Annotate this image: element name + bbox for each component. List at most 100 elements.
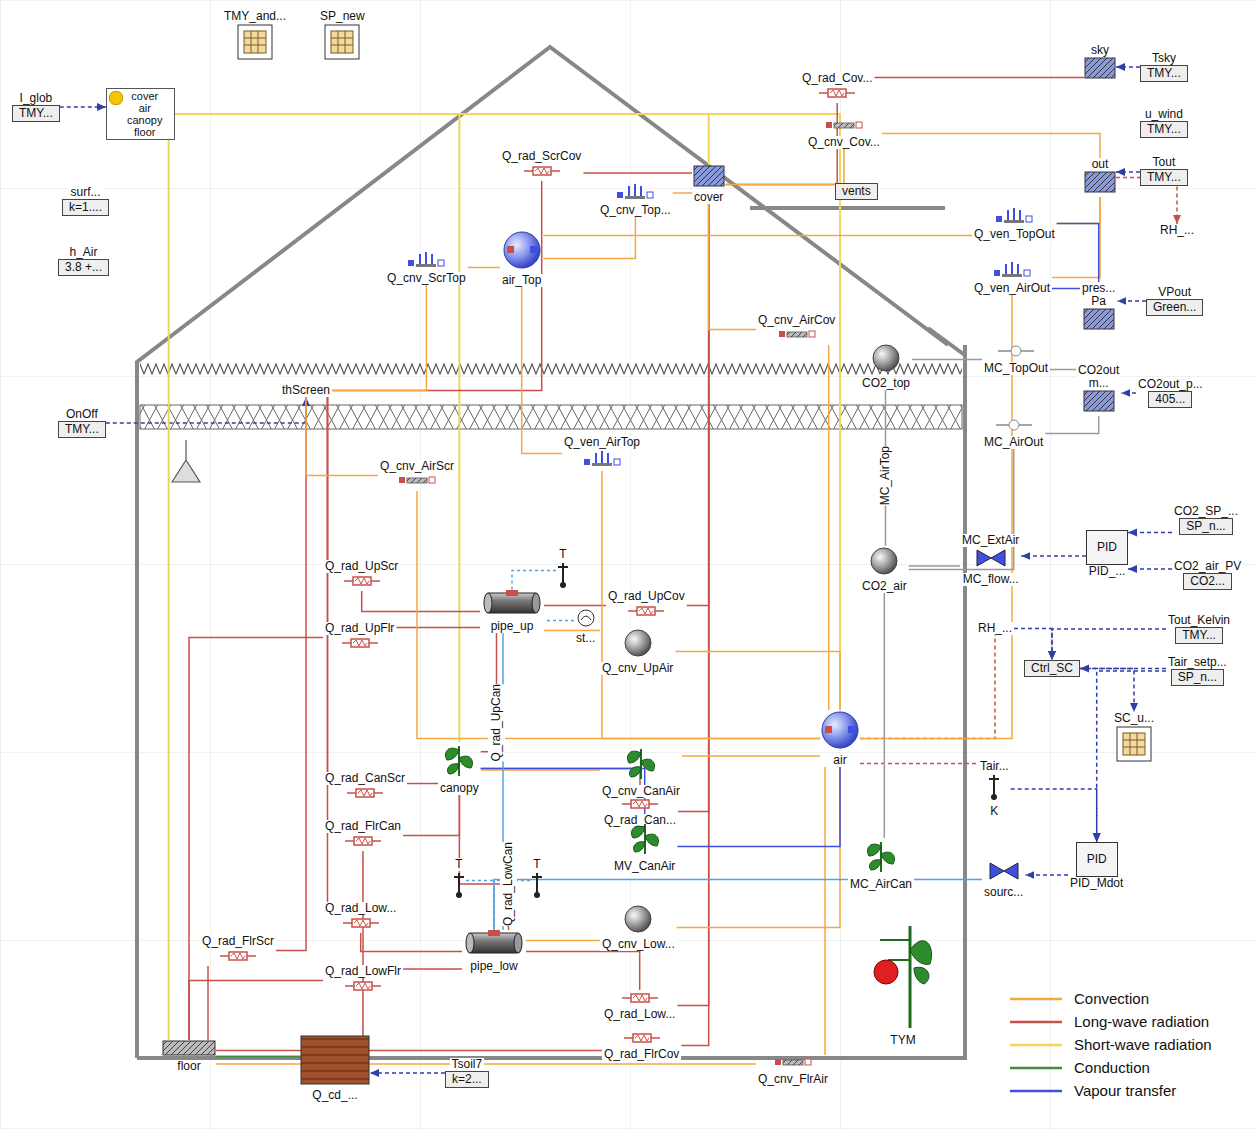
- connector: [496, 633, 498, 684]
- radiation-resistor: Q_rad_UpScr: [323, 560, 400, 591]
- drawing-part: [596, 451, 608, 465]
- node-label: Tout: [1151, 156, 1178, 169]
- node-label: Q_rad_Cov...: [800, 72, 874, 85]
- node-label: Q_rad_FlrCov: [602, 1048, 681, 1061]
- drawing-part: [343, 917, 379, 929]
- drawing-part: [1011, 346, 1021, 356]
- connector: [677, 204, 708, 1006]
- drawing-part: [617, 192, 623, 198]
- drawing-part: [783, 1060, 803, 1065]
- node-label: k=2...: [450, 1073, 484, 1086]
- legend-label: Conduction: [1072, 1059, 1152, 1077]
- node-label: pipe_low: [468, 960, 519, 973]
- node-label: SP_n...: [1184, 520, 1227, 533]
- drawing-part: [834, 123, 854, 128]
- node-label: MV_CanAir: [612, 860, 677, 873]
- node-label: Q_rad_Can...: [602, 814, 678, 827]
- drawing-part: [1083, 308, 1115, 330]
- node-label: TMY_and...: [222, 10, 288, 23]
- drawing-part: [1008, 208, 1020, 222]
- radiation-resistor: Q_rad_Can...: [602, 796, 678, 827]
- radiation-resistor: Q_rad_FlrScr: [200, 935, 276, 966]
- node-label: TMY...: [1145, 123, 1183, 136]
- drawing-part: [406, 250, 446, 268]
- drawing-part: [873, 345, 899, 371]
- drawing-part: [535, 168, 549, 174]
- drawing-part: [787, 332, 807, 337]
- drawing-part: [229, 952, 247, 960]
- heat-port-element: Q_cnv_UpAir: [600, 628, 675, 675]
- drawing-part: [871, 343, 901, 373]
- drawing-part: [1085, 172, 1115, 192]
- convection-element-icon: [397, 473, 437, 491]
- component-label: thScreen: [280, 384, 332, 397]
- node-label: Q_rad_UpScr: [323, 560, 400, 573]
- drawing-part: [986, 860, 1022, 882]
- flow-source-icon: [973, 547, 1009, 573]
- drawing-part: [353, 640, 367, 646]
- box-frame: k=2...: [445, 1071, 489, 1088]
- radiation-resistor-icon: [342, 635, 378, 653]
- canopy-element: MC_AirCan: [848, 838, 914, 891]
- heat-port-element-icon: [869, 546, 899, 580]
- drawing-part: [820, 710, 860, 750]
- radiation-distribution: coveraircanopyfloor: [106, 88, 175, 140]
- tomato-model-icon: [868, 920, 938, 1034]
- node-label: Q_cnv_ScrTop: [385, 272, 468, 285]
- node-label: Q_cnv_UpAir: [600, 662, 675, 675]
- node-label: K: [988, 805, 1000, 818]
- node-label: sky: [1089, 44, 1111, 57]
- radiation-resistor: Q_rad_ScrCov: [500, 150, 583, 181]
- connector: [276, 397, 306, 951]
- flow-source-icon: [986, 860, 1022, 886]
- legend-swatch: [1008, 1063, 1064, 1073]
- source-block: Tout_KelvinTMY...: [1166, 614, 1232, 644]
- connector: [216, 1050, 602, 1052]
- vapour-flow-element: Q_cnv_ScrTop: [385, 250, 468, 285]
- surface-element: sky: [1084, 44, 1116, 83]
- drawing-part: [244, 31, 266, 53]
- radiation-resistor-icon: [622, 796, 658, 814]
- node-label: VPout: [1156, 286, 1193, 299]
- node-label: Q_rad_UpCan: [488, 684, 505, 761]
- source-block: ToutTMY...: [1140, 156, 1188, 186]
- drawing-part: [323, 23, 361, 61]
- drawing-part: [863, 838, 899, 874]
- legend-label: Long-wave radiation: [1072, 1013, 1211, 1031]
- radiation-resistor: Q_rad_Low...: [323, 902, 398, 933]
- drawing-part: [466, 933, 474, 953]
- connector: [544, 620, 574, 622]
- source-block: CO2_SP_...SP_n...: [1172, 505, 1240, 535]
- drawing-part: [631, 800, 649, 808]
- drawing-part: [530, 871, 544, 899]
- drawing-part: [356, 789, 374, 797]
- drawing-part: [352, 919, 370, 927]
- box-frame: Ctrl_SC: [1024, 660, 1080, 677]
- connector: [828, 345, 830, 710]
- drawing-part: [809, 331, 815, 337]
- node-label: floor: [132, 126, 157, 138]
- radiation-resistor-icon: [819, 85, 855, 103]
- legend-label: Short-wave radiation: [1072, 1036, 1214, 1054]
- drawing-part: [693, 165, 725, 187]
- connector: [306, 397, 378, 476]
- source-block: TskyTMY...: [1140, 52, 1188, 82]
- vapour-flow-element: Q_ven_AirTop: [562, 436, 642, 471]
- source-block: I_globTMY...: [12, 92, 60, 122]
- node-label: TYM: [888, 1034, 917, 1047]
- source-block: u_windTMY...: [1140, 108, 1188, 138]
- node-label: Tair_setp...: [1166, 656, 1229, 669]
- radiation-resistor: Q_rad_FlrCan: [323, 820, 403, 851]
- connector: [468, 267, 500, 269]
- connector: [860, 635, 995, 739]
- node-label: MC_TopOut: [982, 362, 1050, 375]
- node-label: Q_rad_ScrCov: [500, 150, 583, 163]
- drawing-part: [1084, 391, 1114, 411]
- source-block: VPoutGreen...: [1146, 286, 1203, 316]
- drawing-part: [582, 449, 622, 467]
- drawing-part: [172, 440, 200, 482]
- source-block: Tair_setp...SP_n...: [1166, 656, 1229, 686]
- box-frame: TMY...: [1140, 65, 1188, 82]
- drawing-part: [331, 31, 353, 53]
